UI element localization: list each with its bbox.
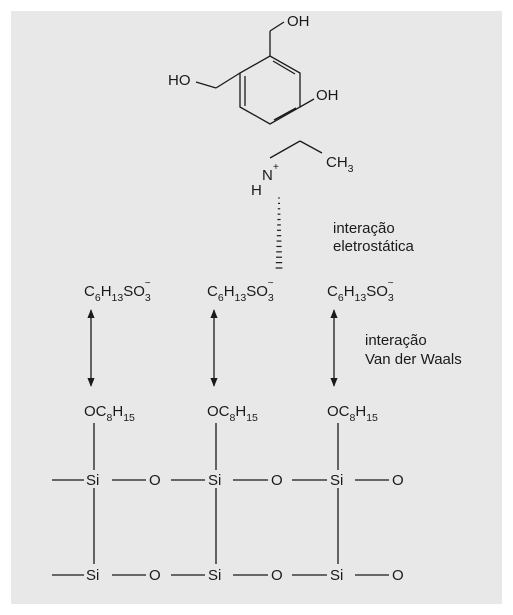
h-label: H [251,182,262,199]
octyl-label-2: OC8H15 [207,403,258,424]
ch2oh-bond-left-2 [195,81,217,89]
o-atom-r1-3: O [392,472,404,489]
annotation-electrostatic-line2: eletrostática [333,238,415,255]
octyl-label-3: OC8H15 [327,403,378,424]
ring-double-bond-right [273,107,297,121]
si-atom-r1-2: Si [208,472,221,489]
sulfonate-label-1: C6H13SO3− [84,278,151,304]
sulfonate-label-2: C6H13SO3− [207,278,274,304]
diagram-panel [11,11,502,604]
ho-left-label: HO [168,72,191,89]
sulfonate-row: C6H13SO3− C6H13SO3− C6H13SO3− [84,278,394,304]
oh-right-label: OH [316,87,339,104]
o-atom-r2-1: O [149,567,161,584]
octyl-label-1: OC8H15 [84,403,135,424]
ch2oh-bond-top-2 [269,21,285,32]
ring-bond-cn [269,140,301,159]
n-label: N [262,167,273,184]
ch2oh-bond-left-1 [215,72,241,89]
si-atom-r2-1: Si [86,567,99,584]
si-atom-r2-2: Si [208,567,221,584]
electrostatic-interaction-line [275,197,283,269]
sulfonate-label-3: C6H13SO3− [327,278,394,304]
annotation-vdw-line1: interação [365,332,427,349]
octyl-row: OC8H15 OC8H15 OC8H15 [84,403,378,424]
si-atom-r2-3: Si [330,567,343,584]
n-charge-label: + [273,162,279,173]
si-atom-r1-1: Si [86,472,99,489]
oh-bond-right [299,98,315,108]
annotation-electrostatic-line1: interação [333,220,395,237]
pyridoxine-molecule: OH OH HO N + H CH3 [168,13,354,199]
methyl-label: CH3 [326,154,354,175]
silica-atom-labels: Si O Si O Si O Si O Si O Si O [86,472,404,584]
o-atom-r1-1: O [149,472,161,489]
ring-double-bond-top [272,60,296,75]
methyl-bond [299,140,323,154]
o-atom-r2-2: O [271,567,283,584]
annotation-vdw-line2: Van der Waals [365,351,462,368]
o-atom-r2-3: O [392,567,404,584]
silica-network-bonds [52,423,389,576]
oh-top-label: OH [287,13,310,30]
o-atom-r1-2: O [271,472,283,489]
si-atom-r1-3: Si [330,472,343,489]
